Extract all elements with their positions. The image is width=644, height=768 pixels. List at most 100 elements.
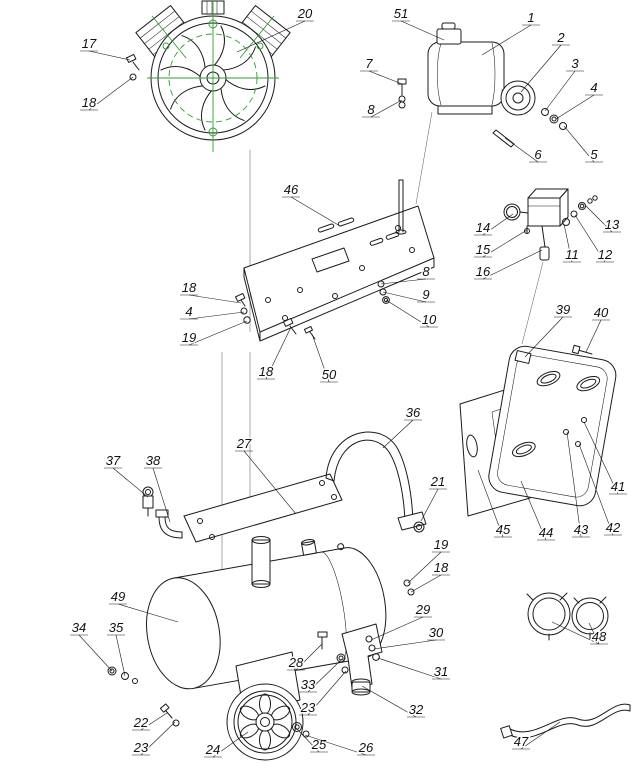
part-number: 34 xyxy=(72,620,86,635)
part-number: 47 xyxy=(514,734,529,749)
fitting xyxy=(570,210,578,218)
part-number: 16 xyxy=(476,264,491,279)
leader-line xyxy=(304,734,367,756)
washer xyxy=(368,644,376,652)
part-number: 42 xyxy=(606,520,621,535)
washer xyxy=(172,719,180,727)
leader-line xyxy=(551,621,600,645)
washer xyxy=(403,579,411,587)
washer xyxy=(407,588,415,596)
wheel-hub xyxy=(255,712,275,732)
part-number: 39 xyxy=(556,302,570,317)
part-number: 18 xyxy=(259,364,274,379)
part-number: 30 xyxy=(429,625,444,640)
fitting xyxy=(562,218,570,226)
leader-line xyxy=(385,299,430,328)
leader-line xyxy=(482,229,528,258)
leg-bracket xyxy=(341,623,383,689)
part-number: 6 xyxy=(534,147,542,162)
motor-body xyxy=(427,41,505,107)
part-number: 7 xyxy=(365,56,373,71)
leader-line xyxy=(117,603,179,623)
part-number: 1 xyxy=(527,10,534,25)
part-number: 18 xyxy=(182,280,197,295)
part-number: 24 xyxy=(205,742,220,757)
part-number: 46 xyxy=(284,182,299,197)
leader-line xyxy=(563,223,573,263)
leader-line xyxy=(140,721,176,756)
leader-line xyxy=(115,634,126,677)
nut xyxy=(372,653,380,661)
leader-line xyxy=(520,44,562,93)
bolt xyxy=(283,317,294,327)
check-valve xyxy=(413,521,425,533)
bolt xyxy=(235,292,246,302)
washer xyxy=(365,635,373,643)
wheel-assembly xyxy=(226,651,310,761)
nut xyxy=(549,114,559,124)
washer xyxy=(129,73,137,81)
leader-line xyxy=(504,137,539,163)
part-number: 51 xyxy=(394,6,408,21)
leader-line xyxy=(290,196,341,227)
leader-line xyxy=(361,685,417,718)
nut xyxy=(243,316,251,324)
bolt xyxy=(317,631,328,638)
belt-guard xyxy=(459,344,617,517)
motor-assembly xyxy=(397,22,567,148)
fitting xyxy=(578,202,586,210)
leader-line xyxy=(212,731,249,758)
guard-cover xyxy=(488,345,617,507)
part-number: 44 xyxy=(539,525,553,540)
part-number: 19 xyxy=(182,330,196,345)
support-rod xyxy=(395,179,407,235)
pump-assembly xyxy=(126,0,291,152)
washer xyxy=(559,122,567,130)
leg-assembly xyxy=(107,579,415,727)
leader-line xyxy=(578,443,614,536)
part-number: 4 xyxy=(185,304,192,319)
part-number: 29 xyxy=(415,602,430,617)
leader-line xyxy=(311,333,330,383)
part-number: 48 xyxy=(592,629,607,644)
washer xyxy=(240,307,248,315)
part-number: 43 xyxy=(574,522,589,537)
leader-line xyxy=(78,634,113,672)
part-number: 26 xyxy=(358,740,374,755)
elbow-pipe xyxy=(158,516,183,539)
leader-line xyxy=(236,20,306,53)
leader-line xyxy=(368,70,403,85)
part-number: 17 xyxy=(82,36,97,51)
leader-line xyxy=(407,551,442,584)
leader-line xyxy=(112,467,149,498)
part-number: 14 xyxy=(476,220,490,235)
hose-fitting xyxy=(500,725,513,739)
bracket xyxy=(514,350,532,364)
part-number: 40 xyxy=(594,305,609,320)
leader-line xyxy=(307,658,343,693)
leader-line xyxy=(400,20,445,41)
leader-line xyxy=(410,574,442,593)
leader-line xyxy=(524,316,564,358)
axle-nut xyxy=(302,730,310,738)
leader-line xyxy=(584,204,613,233)
part-number: 38 xyxy=(146,453,161,468)
part-number: 4 xyxy=(590,80,597,95)
leader-line xyxy=(544,70,576,112)
part-number: 18 xyxy=(82,95,97,110)
part-number: 19 xyxy=(434,537,448,552)
leader-line xyxy=(380,278,427,285)
leader-line xyxy=(295,727,320,753)
axle-bolt xyxy=(292,722,302,732)
part-number: 8 xyxy=(422,264,430,279)
washer xyxy=(377,280,385,288)
leader-line xyxy=(566,431,582,538)
leader-line xyxy=(574,214,606,263)
leader-line xyxy=(188,294,242,304)
part-number: 12 xyxy=(598,247,613,262)
leader-line xyxy=(152,467,171,523)
leader-line xyxy=(477,469,504,538)
drain-plug xyxy=(107,666,117,676)
leader-line xyxy=(481,24,532,56)
part-number: 13 xyxy=(605,217,620,232)
